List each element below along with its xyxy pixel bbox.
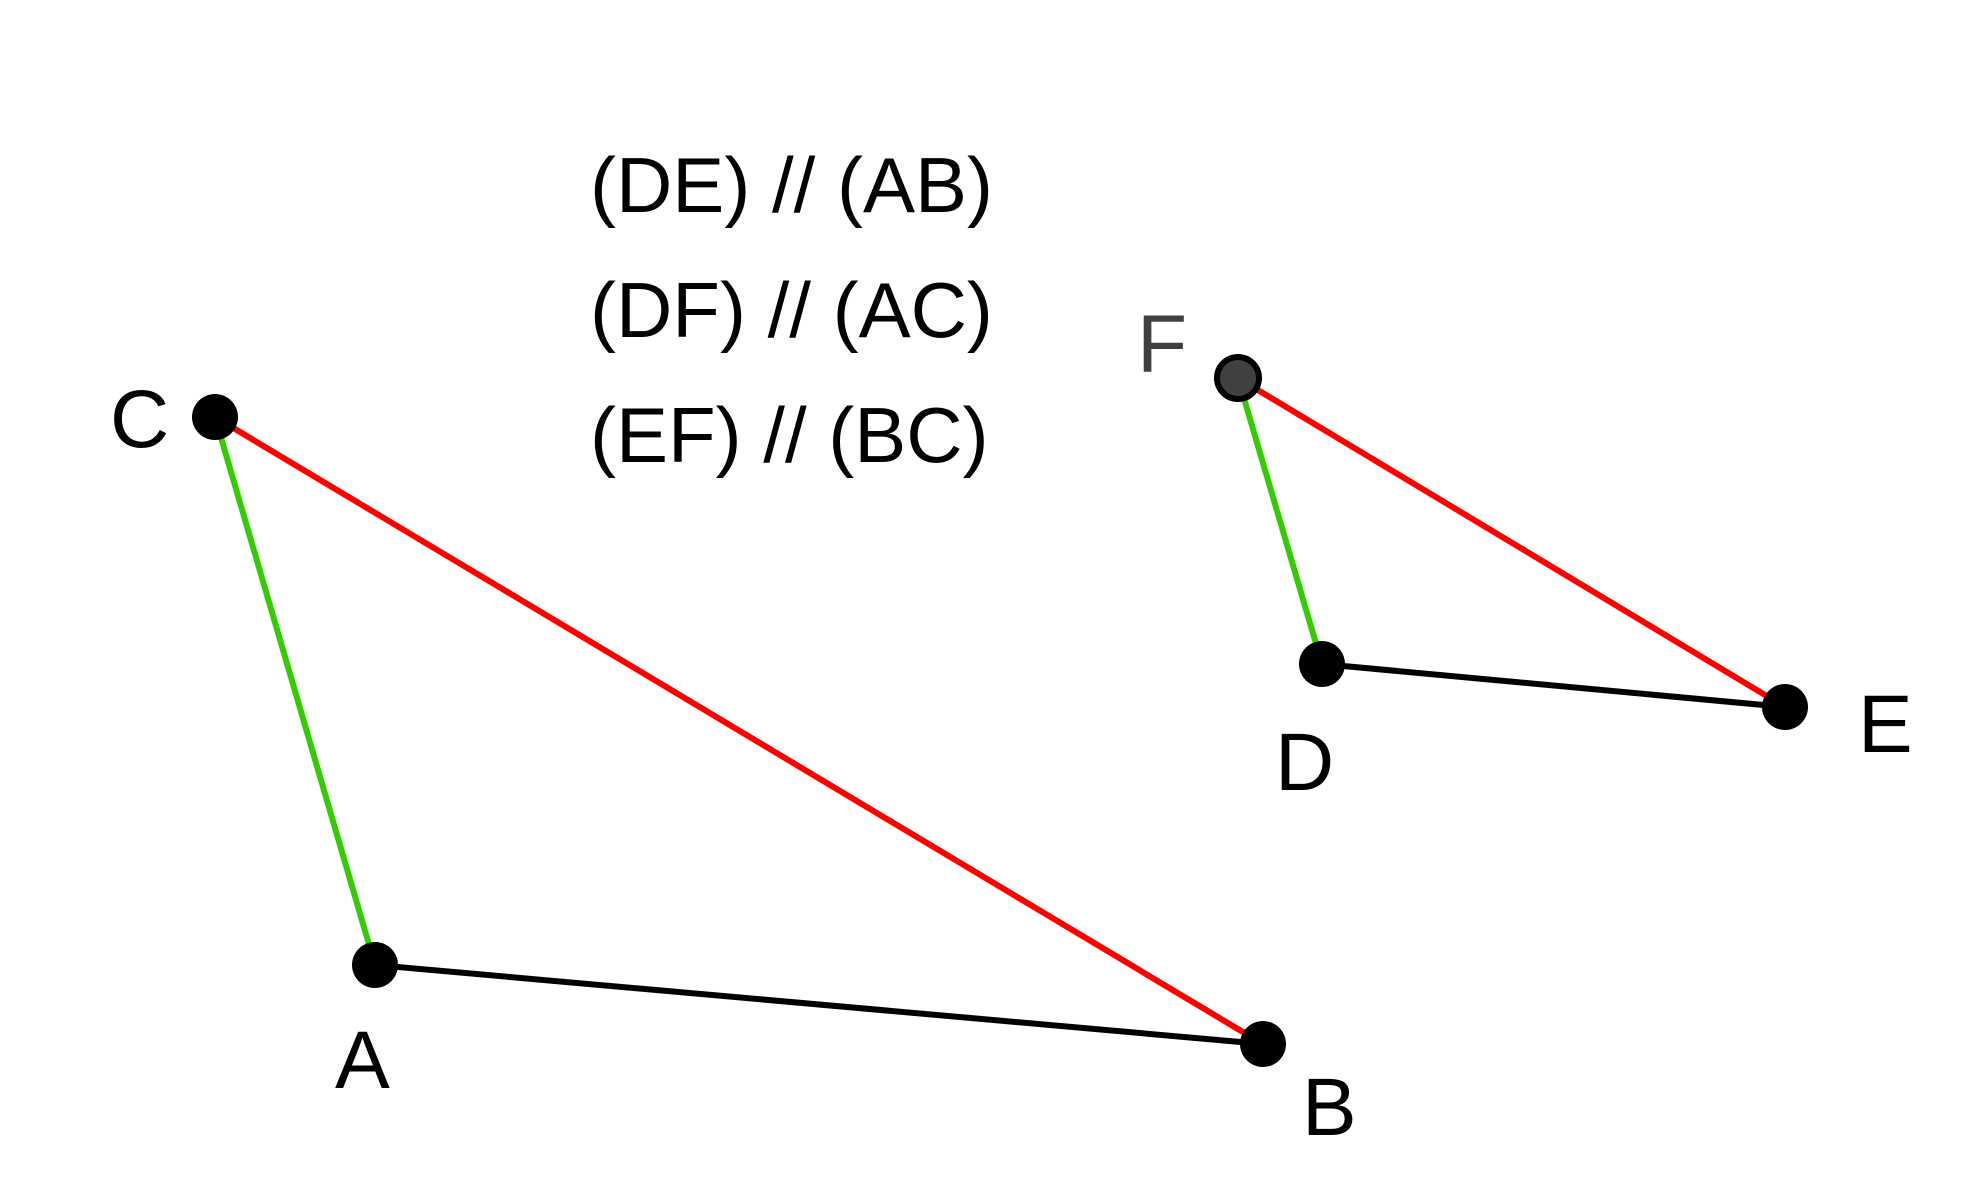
point-c[interactable] (192, 394, 238, 440)
segment-fe[interactable] (1236, 375, 1787, 710)
segment-ab[interactable] (374, 962, 1264, 1047)
point-b-label: B (1302, 1062, 1357, 1153)
point-b[interactable] (1240, 1021, 1286, 1067)
segment-df[interactable] (1235, 377, 1325, 665)
point-a[interactable] (352, 942, 398, 988)
point-e[interactable] (1762, 684, 1808, 730)
point-d-label: D (1275, 717, 1334, 808)
point-c-label: C (110, 374, 169, 465)
segment-ac[interactable] (212, 416, 378, 966)
statement-df-parallel-ac: (DF) // (AC) (590, 266, 993, 354)
point-f[interactable] (1214, 354, 1262, 402)
point-a-label: A (335, 1015, 390, 1106)
statement-ef-parallel-bc: (EF) // (BC) (590, 391, 989, 479)
point-f-label: F (1137, 299, 1187, 390)
segment-de[interactable] (1321, 661, 1786, 710)
point-e-label: E (1858, 679, 1913, 770)
statement-de-parallel-ab: (DE) // (AB) (590, 141, 993, 229)
segment-cb[interactable] (213, 414, 1265, 1047)
point-d[interactable] (1299, 641, 1345, 687)
